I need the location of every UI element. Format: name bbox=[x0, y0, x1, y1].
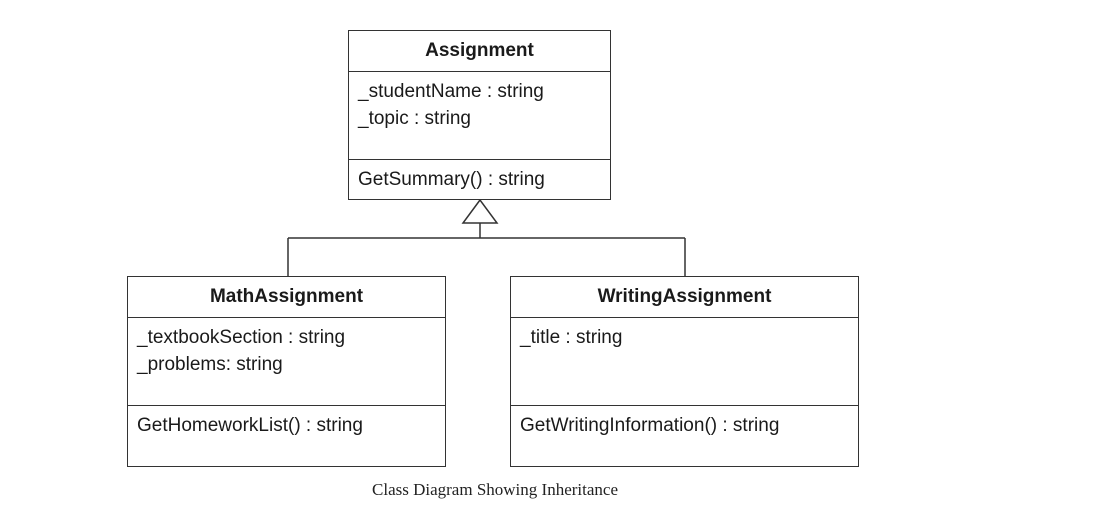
writing-assignment-attribute: _title : string bbox=[520, 327, 623, 348]
assignment-method: GetSummary() : string bbox=[358, 169, 545, 190]
math-assignment-method: GetHomeworkList() : string bbox=[137, 415, 363, 436]
assignment-attribute: _studentName : string bbox=[358, 81, 544, 102]
math-assignment-methods: GetHomeworkList() : string bbox=[128, 406, 445, 445]
math-assignment-attribute: _problems: string bbox=[137, 354, 283, 375]
assignment-class-name: Assignment bbox=[349, 31, 610, 72]
inheritance-arrowhead bbox=[461, 198, 499, 224]
writing-assignment-class-name: WritingAssignment bbox=[511, 277, 858, 318]
writing-assignment-methods: GetWritingInformation() : string bbox=[511, 406, 858, 445]
writing-assignment-attributes: _title : string bbox=[511, 318, 858, 406]
writing-assignment-method: GetWritingInformation() : string bbox=[520, 415, 780, 436]
math-assignment-class-name: MathAssignment bbox=[128, 277, 445, 318]
assignment-methods: GetSummary() : string bbox=[349, 160, 610, 199]
math-assignment-attributes: _textbookSection : string _problems: str… bbox=[128, 318, 445, 406]
math-assignment-class-box: MathAssignment _textbookSection : string… bbox=[127, 276, 446, 467]
assignment-class-box: Assignment _studentName : string _topic … bbox=[348, 30, 611, 200]
diagram-caption: Class Diagram Showing Inheritance bbox=[372, 480, 618, 499]
assignment-attributes: _studentName : string _topic : string bbox=[349, 72, 610, 160]
assignment-attribute: _topic : string bbox=[358, 108, 471, 129]
writing-assignment-class-box: WritingAssignment _title : string GetWri… bbox=[510, 276, 859, 467]
math-assignment-attribute: _textbookSection : string bbox=[137, 327, 346, 348]
